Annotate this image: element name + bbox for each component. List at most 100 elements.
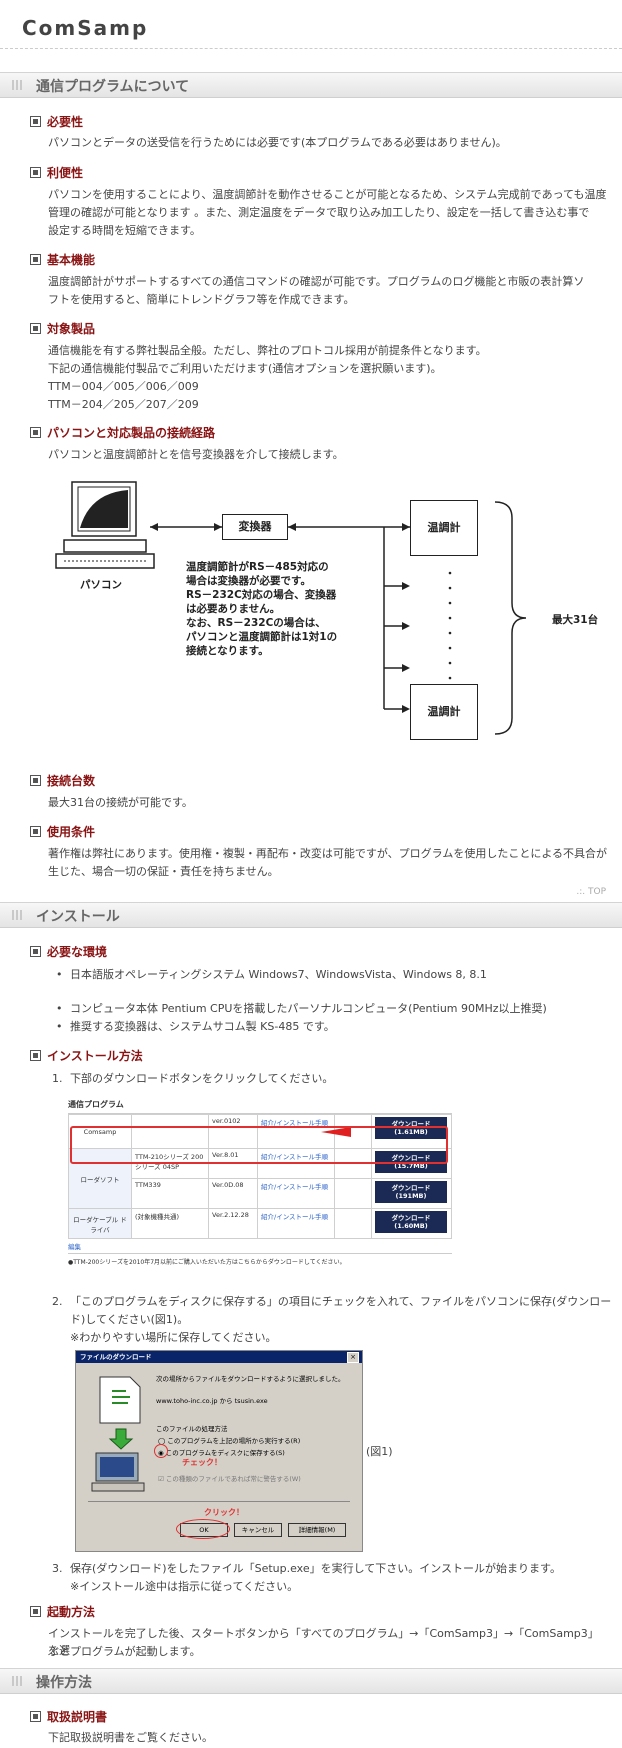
download-table-screenshot: 通信プログラム Comsamp ver.0102 紹介/インストール手順 ダウン… [68,1097,452,1279]
close-icon[interactable]: × [347,1352,359,1363]
square-bullet-icon [30,1050,41,1061]
controller-box-bottom: 温調計 [410,684,478,740]
diagram-note-2: 場合は変換器が必要です。 [186,575,311,587]
section-title: 操作方法 [36,1675,92,1691]
heading-target: 対象製品 [30,320,95,337]
section-header-operation: 操作方法 [0,1668,622,1694]
click-annotation: クリック！ [204,1508,244,1517]
dialog-title: ファイルのダウンロード [76,1351,362,1363]
grip-icon [12,1676,22,1686]
diagram-note-4: は必要ありません。 [186,603,281,615]
square-bullet-icon [30,167,41,178]
square-bullet-icon [30,254,41,265]
step-1-text: 下部のダウンロードボタンをクリックしてください。 [70,1072,334,1085]
heading-convenience: 利便性 [30,164,83,181]
text-convenience-2: 管理の確認が可能となります 。また、測定温度をデータで取り込み加工したり、設定を… [48,206,590,219]
text-launch-2: ぶとプログラムが起動します。 [48,1645,201,1658]
dialog-divider [88,1501,350,1502]
connection-diagram [55,481,527,735]
square-bullet-icon [30,826,41,837]
dialog-method-label: このファイルの処理方法 [156,1425,228,1433]
red-arrow-icon [321,1127,351,1137]
text-count: 最大31台の接続が可能です。 [48,796,193,809]
highlight-ellipse [176,1519,230,1539]
step-2-text-3: ※わかりやすい場所に保存してください。 [70,1331,277,1344]
step-number: 1. [52,1072,63,1085]
text-target-2: 下記の通信機能付製品でご利用いただけます(通信オプションを選択願います)。 [48,362,442,375]
checkbox-always-warn[interactable]: ☑ この種類のファイルであれば常に警告する(W) [158,1475,301,1483]
text-convenience-1: パソコンを使用することにより、温度調節計を動作させることが可能となるため、システ… [48,188,607,201]
pc-icon [55,481,155,569]
section-title: 通信プログラムについて [36,79,190,95]
env-item-cpu: コンピュータ本体 Pentium CPUを搭載したパーソナルコンピュータ(Pen… [70,1002,547,1015]
table-row: TTM339 Ver.0D.08 紹介/インストール手順 ダウンロード(191M… [69,1178,452,1209]
text-target-4: TTM－204／205／207／209 [48,398,199,411]
grip-icon [12,80,22,90]
heading-necessity: 必要性 [30,113,83,130]
bullet-dot: • [56,1020,63,1033]
diagram-note-5: なお、RS－232Cの場合は、 [186,617,326,629]
controller-box-top: 温調計 [410,500,478,556]
text-necessity: パソコンとデータの送受信を行うためには必要です(本プログラムである必要はありませ… [48,136,507,149]
download-button[interactable]: ダウンロード(191MB) [375,1181,447,1203]
section-header-about: 通信プログラムについて [0,72,622,98]
text-basic-1: 温度調節計がサポートするすべての通信コマンドの確認が可能です。プログラムのログ機… [48,275,585,288]
download-button[interactable]: ダウンロード(1.60MB) [375,1211,447,1233]
cancel-button[interactable]: キャンセル [234,1523,282,1537]
section-header-install: インストール [0,902,622,928]
dialog-text-2: www.toho-inc.co.jp から tsusin.exe [156,1397,268,1405]
download-table: Comsamp ver.0102 紹介/インストール手順 ダウンロード(1.61… [68,1114,452,1239]
square-bullet-icon [30,946,41,957]
heading-manual: 取扱説明書 [30,1708,107,1725]
square-bullet-icon [30,775,41,786]
step-3-text-2: ※インストール途中は指示に従ってください。 [70,1580,299,1593]
heading-install-method: インストール方法 [30,1047,143,1064]
text-target-1: 通信機能を有する弊社製品全般。ただし、弊社のプロトコル採用が前提条件となります。 [48,344,487,357]
heading-count: 接続台数 [30,772,95,789]
edit-link[interactable]: 編集 [68,1243,81,1251]
square-bullet-icon [30,323,41,334]
step-2-text-2: ド)してください(図1)。 [70,1313,189,1326]
details-button[interactable]: 詳細情報(M) [288,1523,346,1537]
max-units-label: 最大31台 [552,614,599,626]
env-item-os: 日本語版オペレーティングシステム Windows7、WindowsVista、W… [70,968,487,981]
dialog-text-1: 次の場所からファイルをダウンロードするように選択しました。 [156,1375,345,1383]
computer-download-icon [91,1376,145,1492]
file-download-dialog-screenshot: ファイルのダウンロード × 次の場所からファイルをダウンロードするように選択しま… [75,1350,363,1552]
site-logo[interactable]: ComSamp [22,16,149,40]
square-bullet-icon [30,1711,41,1722]
grip-icon [12,910,22,920]
heading-terms: 使用条件 [30,823,95,840]
step-number: 3. [52,1562,63,1575]
screenshot-heading: 通信プログラム [68,1097,452,1114]
install-guide-link[interactable]: 紹介/インストール手順 [257,1178,335,1209]
text-terms-2: 生じた、場合一切の保証・責任を持ちません。 [48,865,279,878]
table-row: Comsamp ver.0102 紹介/インストール手順 ダウンロード(1.61… [68,1114,452,1149]
text-convenience-3: 設定する時間を短縮できます。 [48,224,201,237]
text-terms-1: 著作権は弊社にあります。使用権・複製・再配布・改変は可能ですが、プログラムを使用… [48,847,608,860]
section-title: インストール [36,909,120,925]
heading-basic: 基本機能 [30,251,95,268]
figure-label: (図1) [366,1445,393,1458]
top-link[interactable]: .:. TOP [576,887,606,897]
screenshot-footnote: ●TTM-200シリーズを2010年7月以前にご購入いただいた方はこちらからダウ… [68,1253,452,1266]
env-item-converter: 推奨する変換器は、システムサコム製 KS-485 です。 [70,1020,335,1033]
radio-save[interactable]: ◉ このプログラムをディスクに保存する(S) [158,1449,285,1457]
bullet-dot: • [56,968,63,981]
text-target-3: TTM－004／005／006／009 [48,380,199,393]
bullet-dot: • [56,1002,63,1015]
install-guide-link[interactable]: 紹介/インストール手順 [257,1208,335,1239]
radio-run[interactable]: ◯ このプログラムを上記の場所から実行する(R) [158,1437,301,1445]
table-row: ローダケーブル ドライバ (対象機種共通) Ver.2.12.28 紹介/インス… [68,1208,452,1239]
download-button[interactable]: ダウンロード(1.61MB) [375,1117,447,1139]
step-2-text-1: 「このプログラムをディスクに保存する」の項目にチェックを入れて、ファイルをパソコ… [70,1295,612,1308]
text-launch-1: インストールを完了した後、スタートボタンから「すべてのプログラム」→「ComSa… [48,1627,599,1657]
install-guide-link[interactable]: 紹介/インストール手順 [257,1114,335,1149]
heading-route: パソコンと対応製品の接続経路 [30,424,215,441]
diagram-note-3: RS－232C対応の場合、変換器 [186,589,337,601]
step-number: 2. [52,1295,63,1308]
check-annotation: チェック！ [182,1458,222,1467]
heading-env: 必要な環境 [30,943,107,960]
header-divider [0,48,622,49]
diagram-note-7: 接続となります。 [186,645,269,657]
